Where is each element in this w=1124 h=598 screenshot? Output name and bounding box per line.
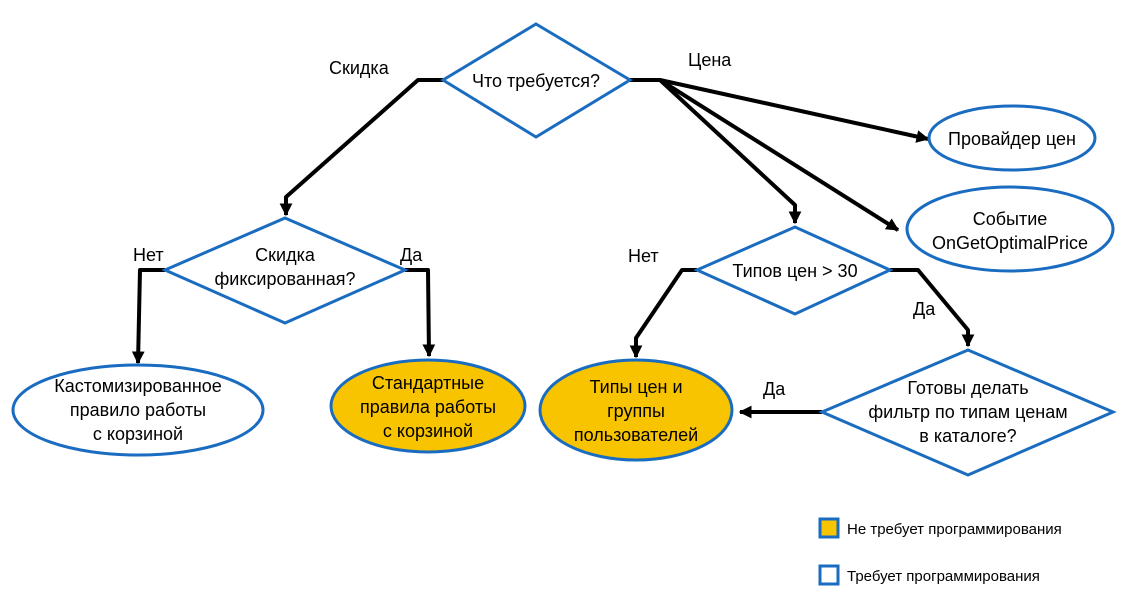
edge-label-yes-right: Да [913, 299, 936, 319]
result-price-provider [927, 104, 1097, 172]
result-standard-rules [329, 358, 527, 454]
edge-label-no-right: Нет [628, 246, 659, 266]
edge-label-discount: Скидка [329, 58, 390, 78]
decision-discount-fixed-line2: фиксированная? [214, 269, 355, 289]
result-event-line1: Событие [973, 209, 1048, 229]
edge-discount-no [131, 268, 165, 365]
decision-what-required-label: Что требуется? [472, 71, 600, 91]
decision-price-types-label: Типов цен > 30 [732, 261, 857, 281]
result-standard-rules-line2: правила работы [360, 397, 496, 417]
decision-discount-fixed [161, 216, 409, 325]
decision-what-required [440, 22, 633, 139]
result-custom-rule-line2: правило работы [70, 400, 206, 420]
edge-label-price: Цена [688, 50, 732, 70]
result-custom-rule [11, 363, 265, 457]
result-event-line2: OnGetOptimalPrice [932, 233, 1088, 253]
edge-what-to-price-types [658, 78, 802, 225]
legend-swatch-empty [818, 564, 840, 586]
result-price-types-groups-line2: группы [607, 401, 665, 421]
result-price-provider-label: Провайдер цен [948, 129, 1076, 149]
result-custom-rule-line1: Кастомизированное [54, 376, 222, 396]
decision-ready-filter-line2: фильтр по типам ценам [868, 402, 1067, 422]
decision-discount-fixed-line1: Скидка [255, 245, 316, 265]
edge-label-yes-left: Да [400, 245, 423, 265]
decision-ready-filter-line3: в каталоге? [919, 426, 1016, 446]
result-custom-rule-line3: с корзиной [93, 424, 183, 444]
result-price-types-groups-line3: пользователей [574, 425, 698, 445]
edge-price-types-no [629, 268, 697, 359]
edge-discount-yes [405, 268, 436, 358]
result-standard-rules-line3: с корзиной [383, 421, 473, 441]
legend-label-programming: Требует программирования [847, 568, 1040, 585]
decision-price-types [693, 225, 894, 316]
edge-label-no-left: Нет [133, 245, 164, 265]
edge-label-yes-filter: Да [763, 379, 786, 399]
result-price-types-groups-line1: Типы цен и [589, 377, 682, 397]
decision-ready-filter-line1: Готовы делать [907, 378, 1028, 398]
result-price-types-groups [538, 358, 734, 462]
edge-what-to-event [658, 78, 900, 232]
result-event [905, 185, 1115, 273]
edge-what-to-discount [279, 78, 443, 217]
decision-ready-filter [818, 348, 1117, 477]
legend-label-no-programming: Не требует программирования [847, 521, 1062, 538]
legend-swatch-filled [818, 517, 840, 539]
edge-price-types-yes [890, 268, 975, 348]
result-standard-rules-line1: Стандартные [372, 373, 484, 393]
